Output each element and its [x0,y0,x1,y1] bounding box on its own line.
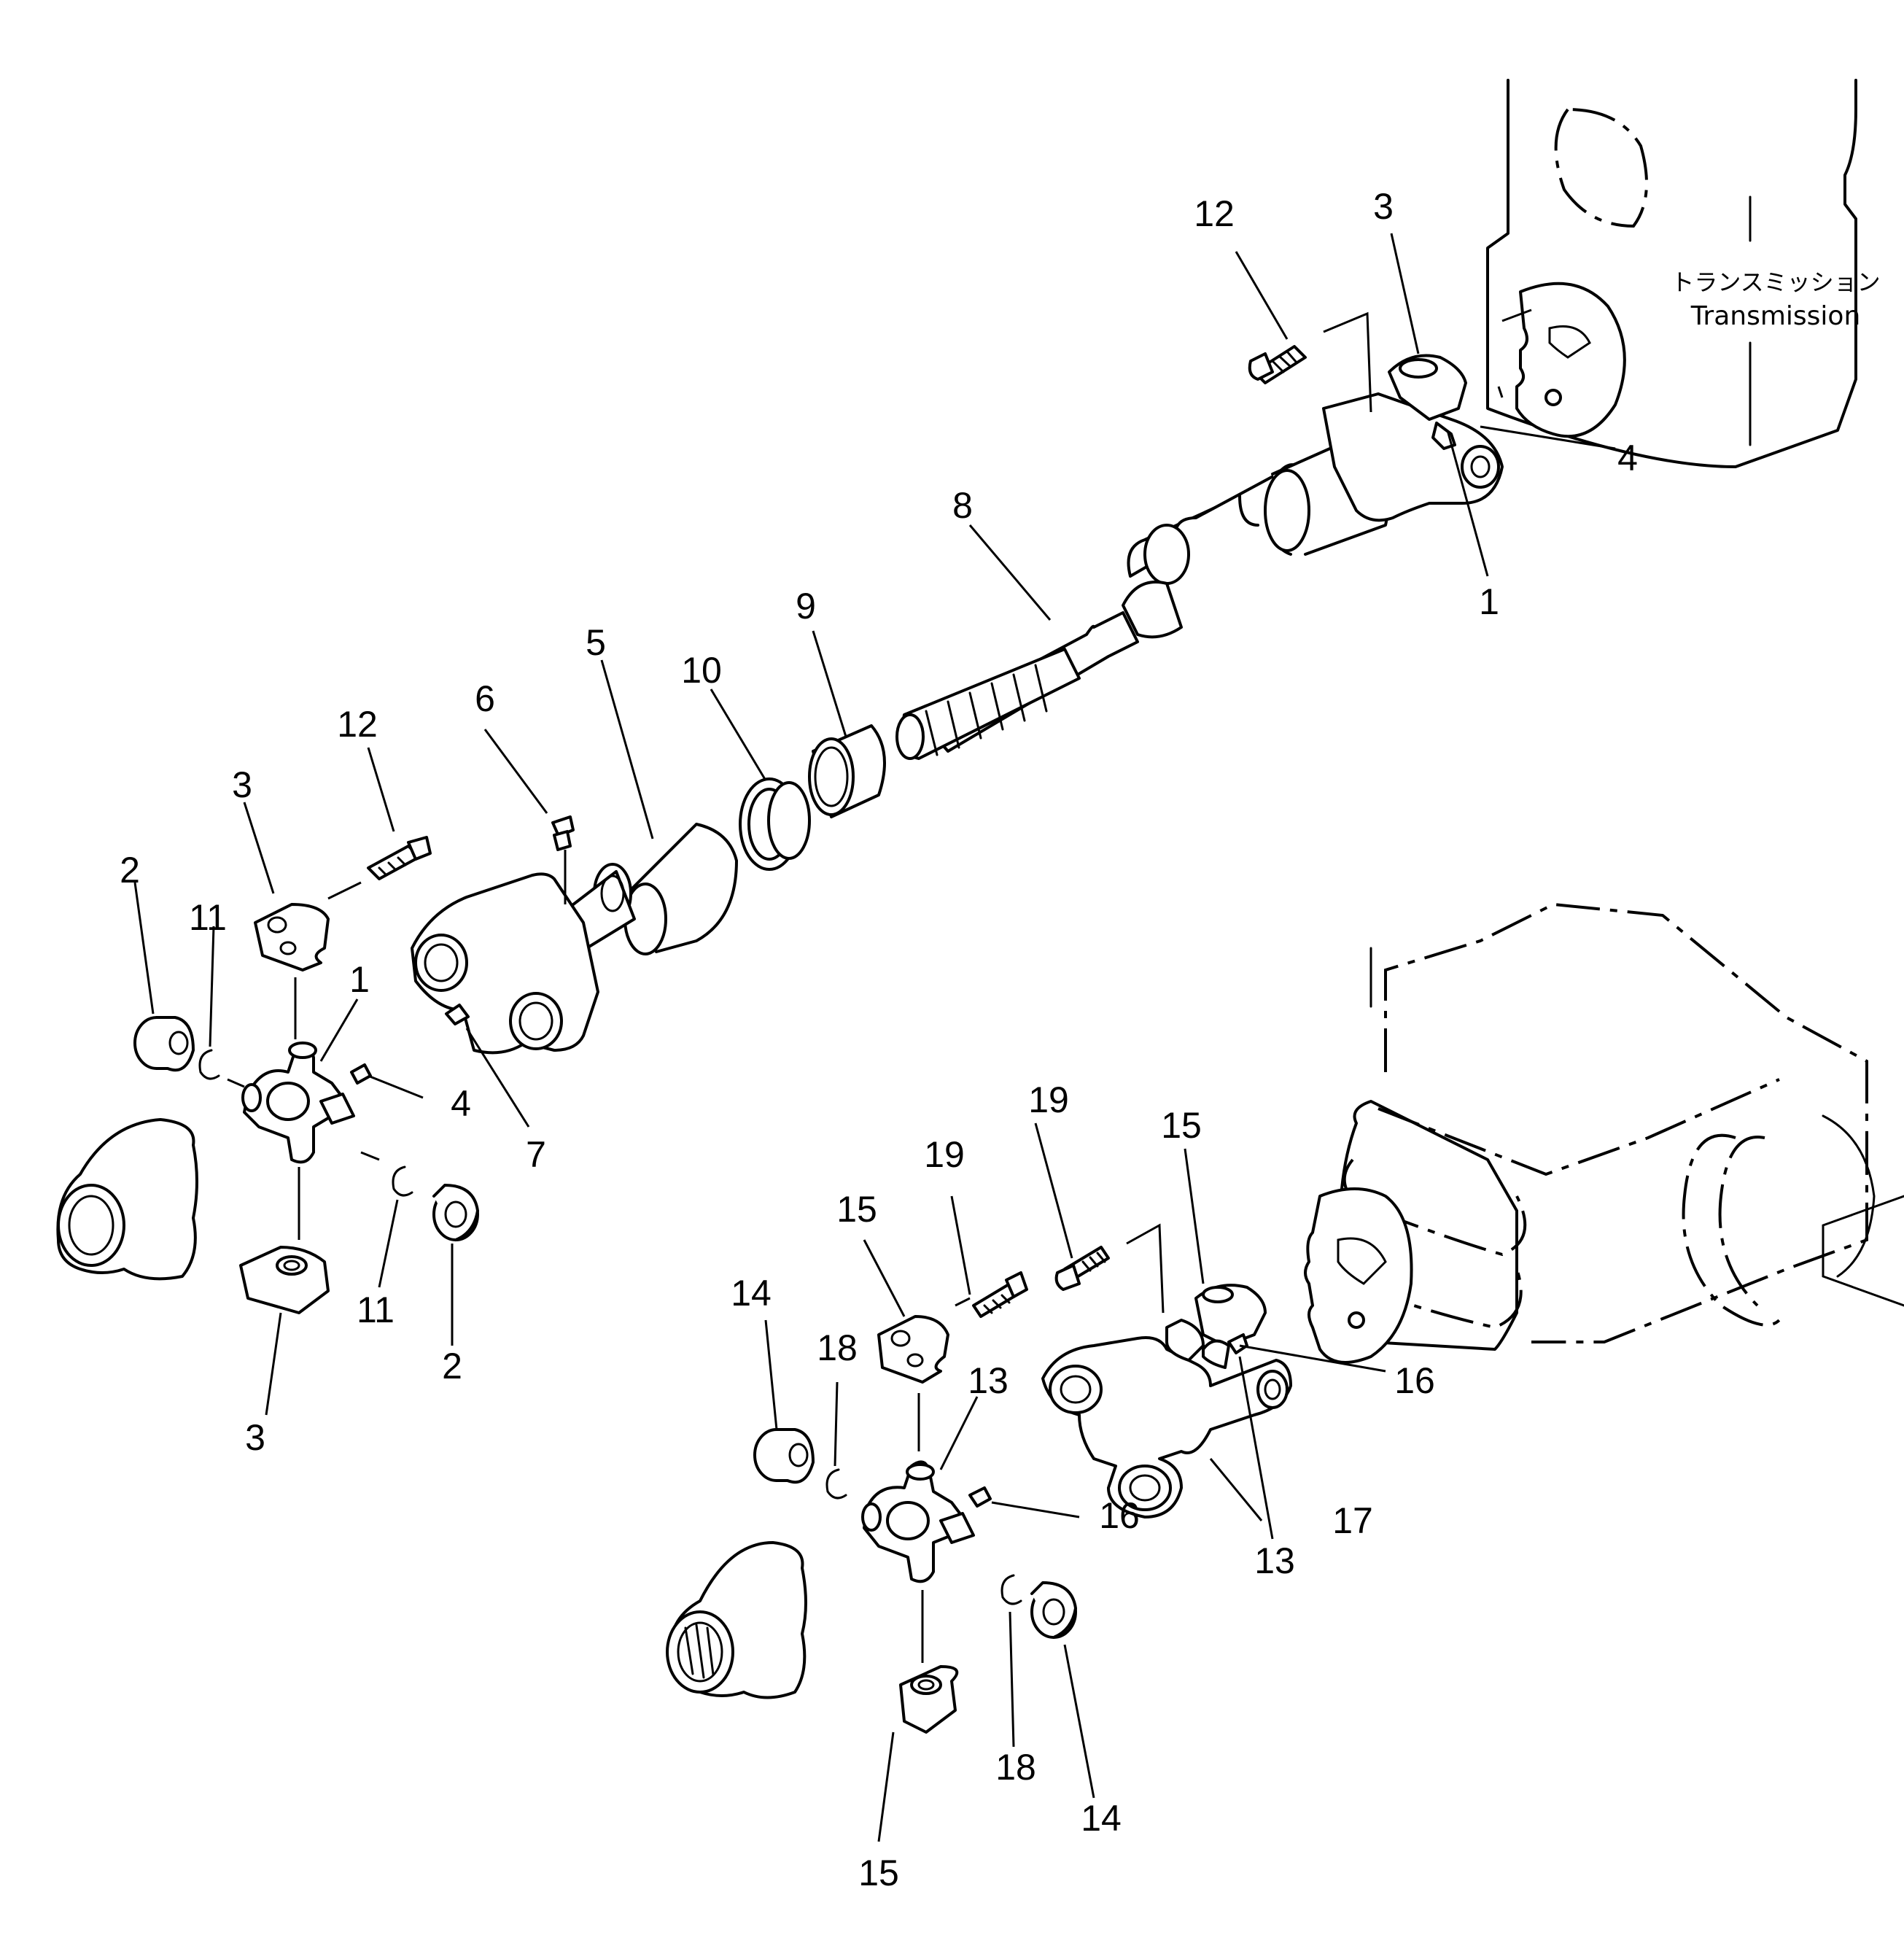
bolt-upper [1248,311,1372,413]
callout-1-top: 1 [1479,581,1499,622]
callout-7: 7 [526,1134,546,1175]
callout-18-right: 18 [995,1747,1036,1788]
transmission-flange-yoke [1515,282,1626,438]
callout-3-left-bottom: 3 [245,1417,265,1458]
callout-2-left: 2 [120,850,140,891]
callout-1-left: 1 [349,959,370,1000]
callout-3-top: 3 [1373,186,1394,227]
drive-shaft-upper [895,392,1504,760]
callout-4-top: 4 [1617,438,1638,478]
sleeve-yoke-5 [411,823,738,1055]
callout-11-left: 11 [189,897,227,938]
transmission-label-jp: トランスミッション [1671,268,1880,296]
callout-18-left: 18 [817,1327,858,1368]
callout-11-right: 11 [357,1289,395,1330]
callout-labels: 12 3 4 1 8 9 10 5 6 7 12 3 2 11 1 4 11 2… [120,186,1638,1893]
callout-17: 17 [1332,1500,1373,1541]
callout-14-left: 14 [731,1273,772,1314]
callout-6: 6 [475,678,495,719]
callout-15-left-top: 15 [836,1189,877,1230]
callout-5: 5 [586,622,606,663]
grease-fitting-6 [551,815,575,904]
lower-yoke-17 [1041,1284,1292,1518]
bearing-9 [808,724,886,818]
lower-cross-assembly [666,1271,1080,1734]
seal-10 [739,777,811,871]
callout-15-right: 15 [1161,1105,1202,1146]
callout-19-right: 19 [1028,1079,1069,1120]
callout-10: 10 [681,650,722,691]
transmission-label-en: Transmission [1690,301,1861,331]
callout-2-right: 2 [442,1346,462,1386]
leader-lines [133,233,1616,1842]
callout-15-bottom: 15 [858,1853,899,1893]
axle-flange-yoke [1304,1187,1413,1364]
callout-4-left: 4 [451,1083,471,1124]
bolt-19-right [1054,1223,1165,1314]
left-cross-assembly [56,836,479,1314]
callout-12-top: 12 [1194,193,1235,234]
callout-12-left: 12 [337,704,378,745]
callout-16-right: 16 [1394,1360,1435,1401]
axle-housing [1337,902,1904,1351]
callout-13-right: 13 [1254,1540,1295,1581]
screw-7 [445,1004,470,1025]
callout-9: 9 [796,586,816,627]
callout-19-left: 19 [924,1134,965,1175]
callout-14-right: 14 [1081,1798,1122,1839]
callout-8: 8 [952,485,973,526]
callout-3-left-top: 3 [232,764,252,805]
callout-13-left: 13 [968,1360,1009,1401]
upper-cross-bearing [1388,354,1467,450]
callout-16-left: 16 [1099,1495,1140,1536]
